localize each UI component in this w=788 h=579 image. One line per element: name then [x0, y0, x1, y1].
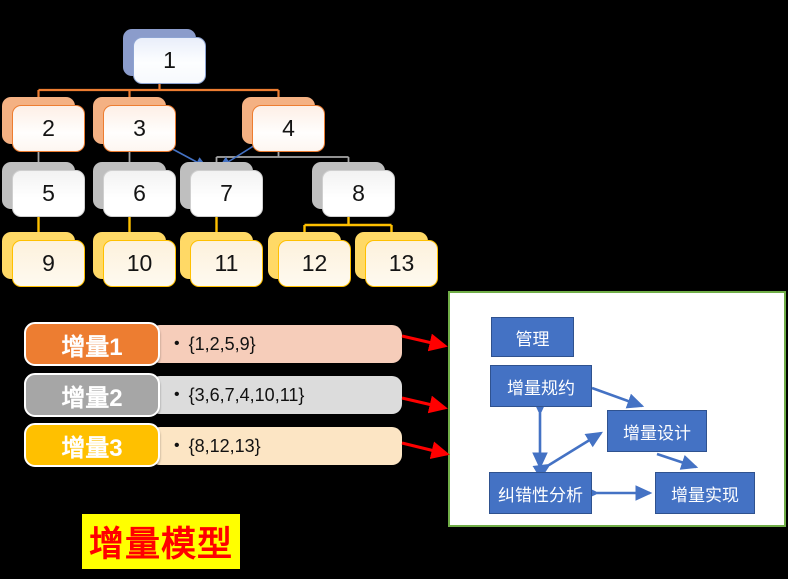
- tree-node-7: 7: [180, 162, 265, 219]
- node-label: 8: [352, 180, 365, 206]
- arrow-design-to-implement: [656, 452, 699, 470]
- flow-box-spec: 增量规约: [490, 365, 592, 407]
- node-face: 4: [252, 105, 325, 152]
- increment-1-set-text: {1,2,5,9}: [188, 333, 256, 354]
- node-label: 12: [301, 250, 328, 276]
- tree-node-4: 4: [242, 97, 327, 154]
- flow-box-implement: 增量实现: [655, 472, 755, 514]
- node-face: 6: [103, 170, 176, 217]
- node-label: 4: [282, 115, 295, 141]
- node-label: 5: [42, 180, 55, 206]
- node-label: 2: [42, 115, 55, 141]
- tree-node-8: 8: [312, 162, 397, 219]
- tree-node-11: 11: [180, 232, 265, 289]
- flow-box-management: 管理: [491, 317, 574, 357]
- tree-node-9: 9: [2, 232, 87, 289]
- node-face: 5: [12, 170, 85, 217]
- slide-title: 增量模型: [82, 514, 241, 569]
- node-face: 2: [12, 105, 85, 152]
- node-label: 3: [133, 115, 146, 141]
- tree-node-5: 5: [2, 162, 87, 219]
- node-label: 10: [126, 250, 153, 276]
- node-face: 9: [12, 240, 85, 287]
- node-face: 3: [103, 105, 176, 152]
- red-arrow-increment-2: [401, 395, 448, 414]
- increment-2-set-bar: • {3,6,7,4,10,11}: [150, 376, 402, 414]
- tree-node-2: 2: [2, 97, 87, 154]
- node-face: 11: [190, 240, 263, 287]
- bullet-dot: •: [174, 386, 180, 403]
- node-face: 8: [322, 170, 395, 217]
- node-label: 7: [220, 180, 233, 206]
- tree-node-1: 1: [123, 29, 208, 86]
- node-face: 13: [365, 240, 438, 287]
- red-arrow-increment-3: [401, 441, 450, 460]
- bullet-dot: •: [174, 335, 180, 352]
- red-arrow-increment-1: [401, 333, 448, 352]
- tree-node-13: 13: [355, 232, 440, 289]
- tree-node-6: 6: [93, 162, 178, 219]
- increment-3-label: 增量3: [24, 423, 160, 467]
- increment-3-set-bar: • {8,12,13}: [150, 427, 402, 465]
- increment-1-set-bar: • {1,2,5,9}: [150, 325, 402, 363]
- node-label: 1: [163, 47, 176, 73]
- increment-3-set-text: {8,12,13}: [188, 435, 261, 456]
- process-panel: 管理 增量规约 增量设计 纠错性分析 增量实现: [448, 291, 786, 527]
- node-label: 13: [388, 250, 415, 276]
- increment-2-set-text: {3,6,7,4,10,11}: [188, 384, 305, 405]
- arrow-analysis-design-bidirectional: [532, 431, 603, 480]
- node-face: 7: [190, 170, 263, 217]
- flow-box-design: 增量设计: [607, 410, 707, 452]
- increment-1-label: 增量1: [24, 322, 160, 366]
- tree-node-10: 10: [93, 232, 178, 289]
- arrow-spec-to-design: [591, 386, 645, 409]
- increment-2-label: 增量2: [24, 373, 160, 417]
- node-label: 6: [133, 180, 146, 206]
- node-face: 10: [103, 240, 176, 287]
- node-label: 9: [42, 250, 55, 276]
- bullet-dot: •: [174, 437, 180, 454]
- node-face: 1: [133, 37, 206, 84]
- tree-node-3: 3: [93, 97, 178, 154]
- flow-box-error-analysis: 纠错性分析: [489, 472, 592, 514]
- tree-node-12: 12: [268, 232, 353, 289]
- node-face: 12: [278, 240, 351, 287]
- node-label: 11: [214, 250, 239, 276]
